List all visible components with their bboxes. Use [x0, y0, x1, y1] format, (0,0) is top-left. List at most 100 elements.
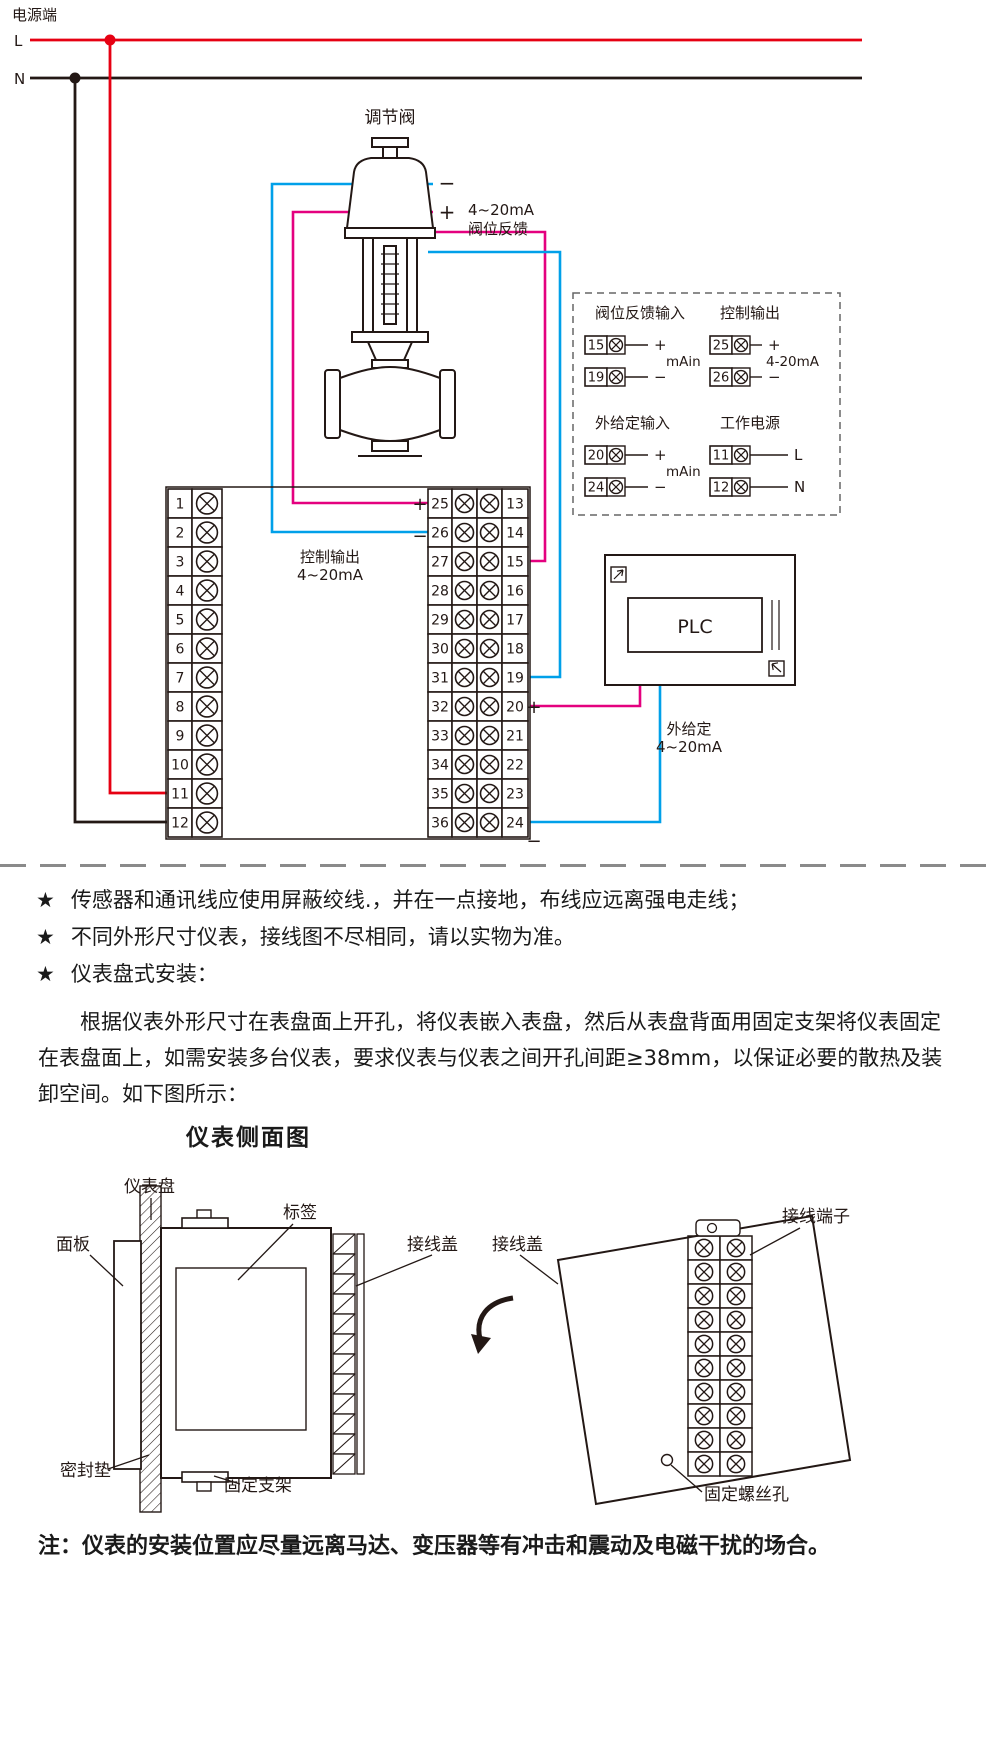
screw-terminal: [476, 720, 503, 751]
screw-terminal: [476, 488, 503, 519]
terminal-number: 16: [506, 584, 524, 600]
terminal-number: 30: [431, 642, 449, 658]
terminal-number: 1: [176, 497, 185, 513]
legend-sign: +: [654, 336, 667, 354]
screw-terminal: [719, 1283, 753, 1309]
wiring-diagram: 电源端 L N 调节阀 − + 4~20m: [12, 6, 862, 852]
screw-terminal: [476, 633, 503, 664]
note-bullet-1: ★ 传感器和通讯线应使用屏蔽绞线.，并在一点接地，布线应远离强电走线；: [36, 890, 956, 911]
terminal-number: 36: [431, 816, 449, 832]
label-panel-board: 仪表盘: [124, 1177, 175, 1197]
screw-terminal: [719, 1235, 753, 1261]
star-icon: ★: [36, 888, 55, 912]
screw-terminal: [451, 575, 478, 606]
rotation-arrow: [476, 1295, 514, 1340]
screw-terminal: [191, 488, 223, 519]
screw-terminal: [687, 1379, 721, 1405]
cover-top-screw-hole: [706, 1222, 718, 1234]
legend-group-title: 阀位反馈输入: [595, 304, 685, 322]
star-icon: ★: [36, 962, 55, 986]
terminal-number: 28: [431, 584, 449, 600]
screw-terminal: [719, 1379, 753, 1405]
terminal-number: 25: [713, 339, 730, 354]
side-view-right: [471, 1214, 852, 1506]
screw-terminal: [191, 720, 223, 751]
terminal-number-box: [501, 691, 529, 722]
note-bullet-2: ★ 不同外形尺寸仪表，接线图不尽相同，请以实物为准。: [36, 927, 956, 948]
side-view-left: [113, 1185, 365, 1513]
feedback-label-line1: 4~20mA: [468, 201, 535, 219]
bottom-bracket-screw: [196, 1481, 212, 1492]
terminal-number: 24: [506, 816, 524, 832]
screw-terminal: [687, 1427, 721, 1453]
screw-terminal: [191, 546, 223, 577]
terminal-number: 18: [506, 642, 524, 658]
setpoint-minus-sign: −: [526, 831, 541, 852]
side-view-diagram: 仪表盘 标签 面板 接线盖 密封垫 固定支架 接线盖 接线端子 固定螺丝孔: [56, 1177, 852, 1513]
screw-terminal: [719, 1331, 753, 1357]
front-bezel: [113, 1240, 142, 1470]
screw-terminal: [476, 662, 503, 693]
label-bracket: 固定支架: [224, 1476, 292, 1496]
terminal-block-case: [165, 486, 531, 840]
terminal-number: 33: [431, 729, 449, 745]
terminal-number-box: [167, 517, 193, 548]
bottom-bracket: [181, 1471, 229, 1483]
screw-terminal: [731, 477, 751, 497]
control-output-plus-sign: +: [412, 494, 427, 515]
terminal-number: 23: [506, 787, 524, 803]
terminal-number: 4: [176, 584, 185, 600]
cover-top-tab: [695, 1219, 741, 1237]
rotation-arrow-head: [471, 1334, 491, 1354]
terminal-number: 20: [506, 700, 524, 716]
screw-terminal: [719, 1259, 753, 1285]
label-screw-hole: 固定螺丝孔: [704, 1485, 789, 1505]
terminal-number-box: [427, 633, 453, 664]
screw-terminal: [606, 335, 626, 355]
legend-sign: L: [794, 446, 803, 464]
terminal-number: 26: [431, 526, 449, 542]
panel-wall: [139, 1185, 162, 1513]
terminal-number: 31: [431, 671, 449, 687]
control-output-label-line1: 控制输出: [300, 548, 360, 566]
screw-terminal: [451, 546, 478, 577]
terminal-row: 4 28 16: [167, 575, 529, 606]
terminal-number-box: [501, 575, 529, 606]
legend-note: mAin: [666, 464, 701, 480]
control-output-minus-sign: −: [412, 526, 427, 547]
notes-section: ★ 传感器和通讯线应使用屏蔽绞线.，并在一点接地，布线应远离强电走线； ★ 不同…: [36, 890, 956, 1001]
leader-lines: [89, 1198, 801, 1493]
screw-terminal: [719, 1427, 753, 1453]
screw-terminal: [476, 546, 503, 577]
terminal-number: 32: [431, 700, 449, 716]
legend-sign: +: [768, 336, 781, 354]
terminal-number: 2: [176, 526, 185, 542]
n-junction-dot: [69, 72, 81, 84]
terminal-number: 11: [713, 449, 730, 464]
terminal-number-box: [427, 807, 453, 838]
cover-bottom-screw-hole: [660, 1453, 674, 1467]
terminal-number: 8: [176, 700, 185, 716]
screw-terminal: [476, 575, 503, 606]
label-wire-cover-left: 接线盖: [407, 1235, 458, 1255]
power-bus: 电源端 L N: [12, 6, 862, 824]
note-bullet-3: ★ 仪表盘式安装：: [36, 964, 956, 985]
label-area: [175, 1267, 307, 1431]
setpoint-minus-wire: [530, 685, 662, 824]
section-separator: [0, 864, 990, 867]
label-terminal-posts: 接线端子: [782, 1207, 850, 1227]
terminal-number: 24: [588, 481, 605, 496]
terminal-number: 27: [431, 555, 449, 571]
terminal-number-box: [501, 807, 529, 838]
terminal-number: 12: [713, 481, 730, 496]
control-output-label-line2: 4~20mA: [297, 566, 364, 584]
terminal-number: 19: [506, 671, 524, 687]
